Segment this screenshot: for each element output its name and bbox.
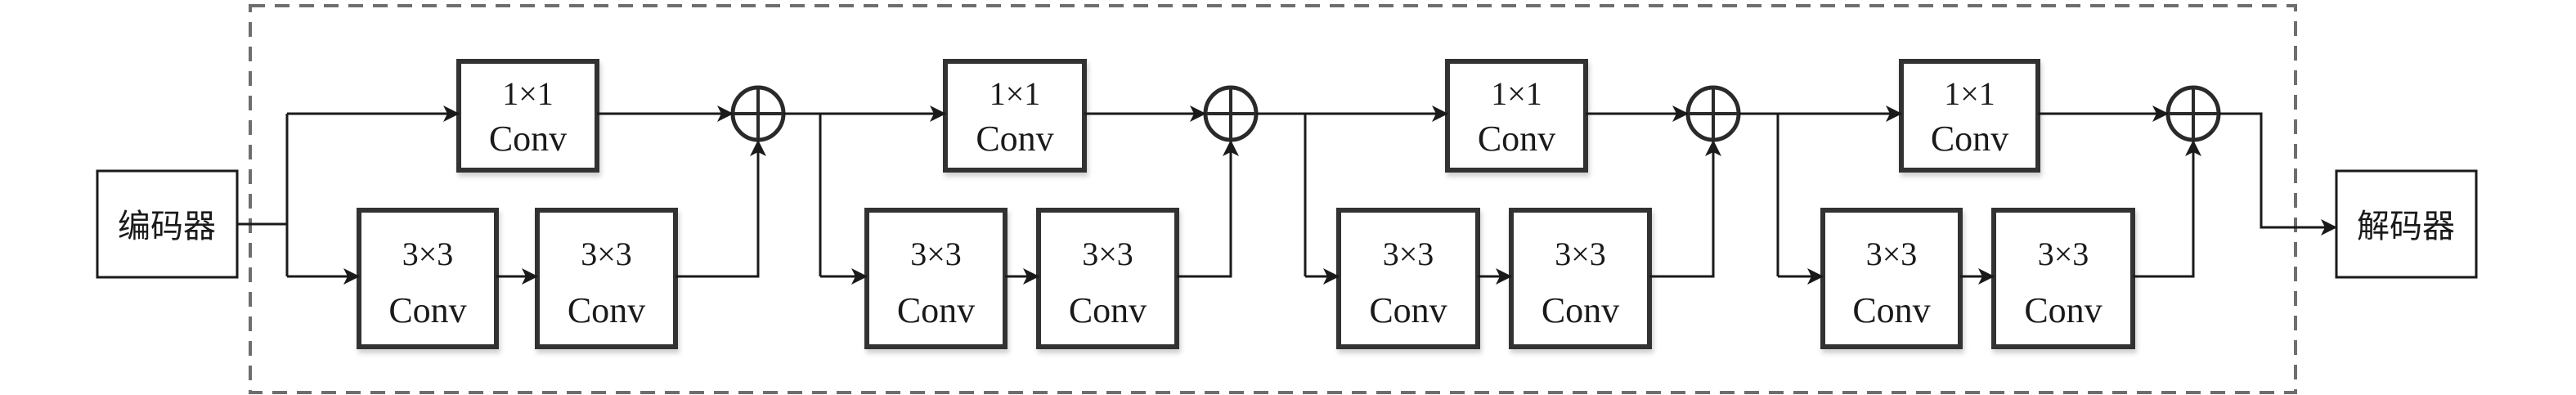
- conv-kernel-label: 1×1: [1491, 75, 1542, 112]
- add-node-icon: [2165, 85, 2221, 142]
- conv-kernel-label: 3×3: [910, 236, 962, 272]
- conv-kernel-label: 3×3: [1555, 236, 1606, 272]
- add-node-icon: [730, 85, 786, 142]
- conv-type-label: Conv: [897, 290, 975, 330]
- conv-kernel-label: 3×3: [2038, 236, 2089, 272]
- conv-type-label: Conv: [1852, 290, 1930, 330]
- conv-type-label: Conv: [1069, 290, 1147, 330]
- conv-type-label: Conv: [1478, 119, 1555, 159]
- decoder-box: 解码器: [2335, 169, 2478, 279]
- dashed-container: [249, 4, 2297, 394]
- conv-kernel-label: 3×3: [1383, 236, 1434, 272]
- decoder-input-arrow: [2219, 112, 2337, 236]
- add-node-icon: [1203, 85, 1259, 142]
- conv-type-label: Conv: [2024, 290, 2102, 330]
- conv-type-label: Conv: [1931, 119, 2008, 159]
- conv-kernel-label: 3×3: [1082, 236, 1133, 272]
- conv-kernel-label: 1×1: [502, 75, 554, 112]
- add-node-icon: [1685, 85, 1741, 142]
- conv-type-label: Conv: [1542, 290, 1619, 330]
- conv-kernel-label: 1×1: [1944, 75, 1995, 112]
- decoder-label: 解码器: [2357, 208, 2455, 245]
- conv-to-add-arrow: [1177, 140, 1239, 278]
- conv-to-add-arrow: [1649, 140, 1721, 278]
- conv-kernel-label: 3×3: [581, 236, 632, 272]
- conv-to-add-arrow: [2133, 140, 2201, 278]
- encoder-label: 编码器: [118, 208, 216, 245]
- conv-kernel-label: 1×1: [990, 75, 1041, 112]
- conv-kernel-label: 3×3: [402, 236, 454, 272]
- encoder-box: 编码器: [96, 169, 239, 279]
- conv-to-add-arrow: [675, 140, 766, 278]
- conv-type-label: Conv: [1369, 290, 1447, 330]
- conv-type-label: Conv: [388, 290, 466, 330]
- conv-type-label: Conv: [568, 290, 645, 330]
- conv-type-label: Conv: [976, 119, 1053, 159]
- conv-type-label: Conv: [489, 119, 567, 159]
- conv-kernel-label: 3×3: [1866, 236, 1918, 272]
